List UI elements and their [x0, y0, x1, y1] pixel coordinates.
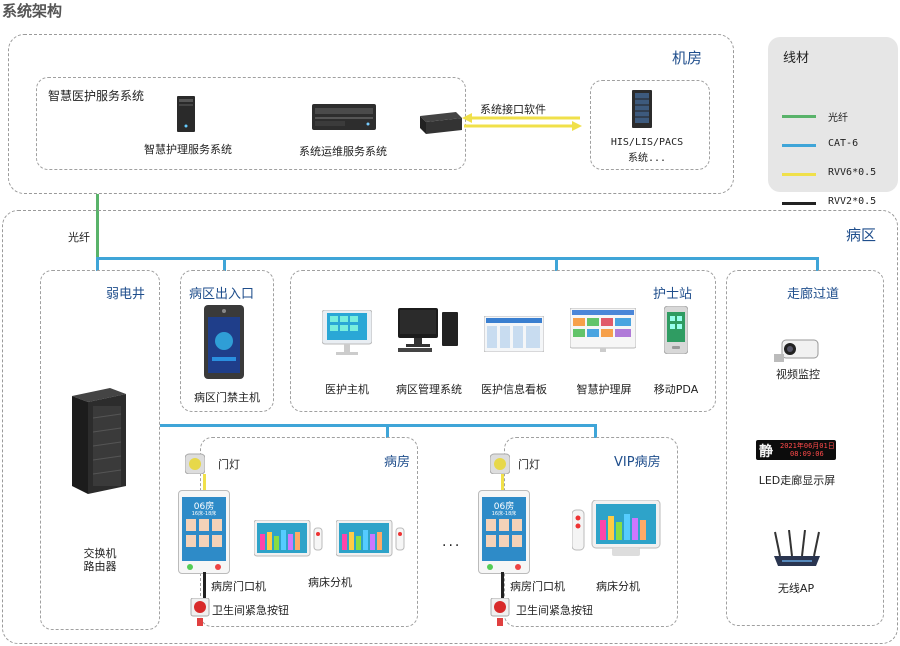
bed-unit-label: 病床分机 [308, 576, 352, 589]
vip-door-machine-icon: 06房 16床-18床 [478, 490, 530, 574]
legend-label-cat6: CAT-6 [828, 138, 859, 149]
wifi-ap-icon [774, 530, 820, 566]
door-machine-label: 病房门口机 [211, 580, 266, 593]
door-light-label: 门灯 [218, 458, 240, 471]
led-date: 2021年06月01日 [780, 442, 835, 450]
rvv2-link-room [203, 572, 206, 600]
ops-server-label: 系统运维服务系统 [299, 145, 387, 158]
fiber-label: 光纤 [68, 231, 90, 244]
weak-well-zone [40, 270, 160, 630]
vip-door-light-icon [490, 453, 510, 474]
info-board-icon [484, 316, 544, 352]
legend-panel: 线材 光纤 CAT-6 RVV6*0.5 RVV2*0.5 [768, 37, 898, 207]
smart-care-group-label: 智慧医护服务系统 [48, 89, 145, 103]
pda-label: 移动PDA [653, 383, 699, 396]
switch-label-1: 交换机 [83, 547, 117, 560]
legend-label-fiber: 光纤 [828, 113, 848, 124]
legend-label-rvv2: RVV2*0.5 [828, 196, 877, 207]
interface-arrows [462, 113, 582, 131]
info-board-label: 医护信息看板 [481, 383, 547, 396]
nurse-host-label: 医护主机 [325, 383, 369, 396]
his-label-1: HIS/LIS/PACS [610, 137, 684, 148]
weak-well-title: 弱电井 [106, 287, 146, 302]
fiber-link [96, 194, 99, 270]
legend-swatch-fiber [782, 115, 816, 118]
page-title: 系统架构 [2, 2, 63, 20]
vip-door-room-number: 06房 [493, 502, 515, 512]
corridor-zone [726, 270, 884, 626]
bed-unit-icon-1 [254, 520, 323, 557]
entrance-zone [180, 270, 274, 412]
led-display-icon: 静 2021年06月01日 08:09:06 [756, 440, 836, 460]
switch-label-2: 路由器 [83, 560, 117, 573]
cat6-drop-entrance [223, 257, 226, 271]
legend-swatch-rvv6 [782, 173, 816, 176]
vip-bed-unit-label: 病床分机 [596, 580, 640, 593]
emergency-label: 卫生间紧急按钮 [212, 604, 289, 617]
vip-bed-unit-icon [572, 500, 661, 556]
machine-room-zone [8, 34, 734, 194]
vip-emergency-button-icon [490, 598, 510, 626]
his-group [590, 80, 710, 170]
legend-swatch-rvv2 [782, 202, 816, 205]
access-terminal-icon [204, 305, 244, 379]
care-screen-label: 智慧护理屏 [576, 383, 632, 396]
led-display-label: LED走廊显示屏 [758, 474, 836, 487]
camera-icon [774, 339, 819, 362]
emergency-button-icon [190, 598, 210, 626]
rvv6-link-vip [501, 474, 504, 490]
vip-emergency-label: 卫生间紧急按钮 [516, 604, 593, 617]
led-char: 静 [759, 444, 773, 460]
desktop-pc-icon [398, 308, 458, 352]
pda-icon [664, 306, 688, 354]
entrance-title: 病区出入口 [189, 287, 255, 302]
room-bus-drop-1 [386, 424, 389, 438]
wifi-ap-label: 无线AP [777, 582, 815, 595]
room-bus-drop-2 [594, 424, 597, 438]
cat6-drop-corridor [816, 257, 819, 271]
ward-mgmt-label: 病区管理系统 [396, 383, 462, 396]
ellipsis: ... [442, 534, 462, 550]
vip-door-machine-label: 病房门口机 [510, 580, 565, 593]
ward-title: 病区 [846, 226, 877, 244]
camera-label: 视频监控 [776, 368, 820, 381]
interface-box-icon [420, 112, 462, 134]
nursing-server-label: 智慧护理服务系统 [144, 143, 232, 156]
nurse-station-title: 护士站 [653, 287, 693, 302]
cat6-bus [96, 257, 818, 260]
nurse-host-icon [322, 310, 372, 355]
tower-server-icon [177, 96, 195, 132]
rvv6-link-room [203, 474, 206, 490]
access-terminal-label: 病区门禁主机 [194, 391, 260, 404]
nurse-station-zone [290, 270, 716, 412]
ward-zone [2, 210, 898, 644]
cat6-drop-well [96, 257, 99, 271]
vip-door-room-beds: 16床-18床 [491, 511, 517, 517]
his-label-2: 系统... [627, 153, 667, 164]
smart-care-group [36, 77, 466, 170]
legend-title: 线材 [783, 51, 810, 66]
door-machine-icon: 06房 16床-18床 [178, 490, 230, 574]
legend-swatch-cat6 [782, 144, 816, 147]
vip-door-light-label: 门灯 [518, 458, 540, 471]
vip-room-title: VIP病房 [614, 455, 661, 470]
care-screen-icon [570, 308, 636, 352]
rack-server-icon [312, 104, 376, 130]
door-light-icon [185, 453, 205, 474]
door-room-beds: 16床-18床 [191, 511, 217, 517]
rvv2-link-vip [501, 572, 504, 600]
bed-unit-icon-2 [336, 520, 405, 557]
cat6-drop-nurse [555, 257, 558, 271]
his-server-icon [632, 90, 652, 128]
legend-label-rvv6: RVV6*0.5 [828, 167, 877, 178]
corridor-title: 走廊过道 [787, 287, 840, 302]
machine-room-title: 机房 [672, 49, 703, 67]
room-title: 病房 [384, 455, 411, 470]
switch-rack-icon [72, 388, 126, 494]
interface-label: 系统接口软件 [480, 103, 546, 116]
door-room-number: 06房 [193, 502, 215, 512]
led-time: 08:09:06 [790, 450, 824, 458]
room-bus [160, 424, 596, 427]
